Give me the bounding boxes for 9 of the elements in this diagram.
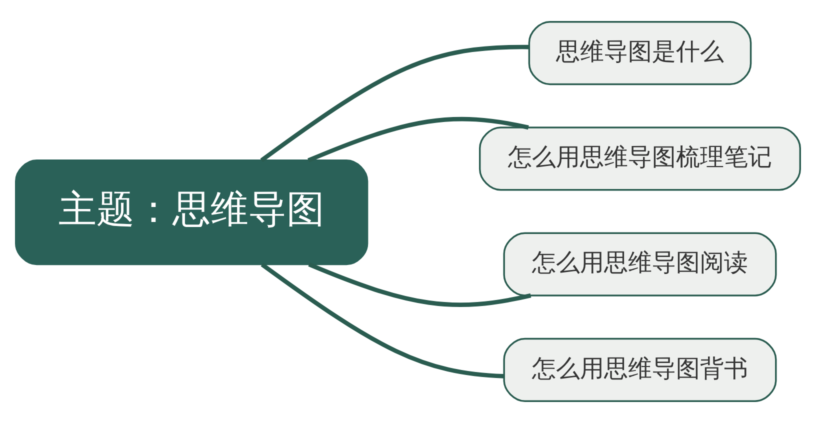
connector (260, 44, 529, 162)
node-box: 怎么用思维导图背书 (503, 337, 777, 402)
connector (260, 262, 504, 378)
connector (308, 116, 529, 162)
node-box: 怎么用思维导图梳理笔记 (478, 126, 801, 190)
node-box: 怎么用思维导图阅读 (503, 232, 777, 296)
node-box: 主题：思维导图 (15, 159, 368, 265)
node-box: 思维导图是什么 (528, 20, 752, 85)
connector (308, 262, 532, 306)
